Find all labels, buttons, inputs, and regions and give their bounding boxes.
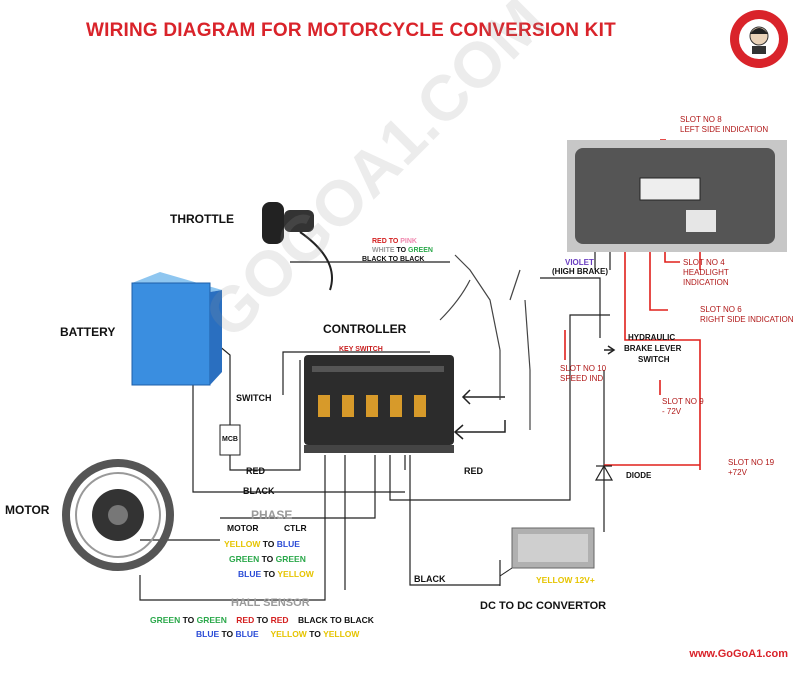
- high-brake-label: (HIGH BRAKE): [552, 267, 608, 276]
- red-wire-label-2: RED: [464, 466, 484, 476]
- phase-heading: PHASE: [251, 508, 293, 522]
- website-link[interactable]: www.GoGoA1.com: [689, 648, 788, 660]
- dashboard-display: [567, 140, 787, 252]
- brake-switch-label: SWITCH: [638, 355, 670, 364]
- hall-heading: HALL SENSOR: [231, 597, 310, 609]
- hall-row-2: BLUE TO BLUE YELLOW TO YELLOW: [196, 629, 360, 639]
- motor-wheel: [62, 459, 174, 571]
- phase-row-1: YELLOW TO BLUE: [224, 539, 300, 549]
- battery-pack: [131, 272, 222, 386]
- slot-9-label: SLOT NO 9- 72V: [662, 397, 704, 416]
- slot-19-label: SLOT NO 19+72V: [728, 458, 775, 477]
- brand-logo: [728, 8, 790, 70]
- black-wire-label-2: BLACK: [414, 574, 446, 584]
- phase-row-3: BLUE TO YELLOW: [238, 569, 314, 579]
- throttle-wire-1: RED TO PINK: [372, 238, 417, 245]
- hall-row-1: GREEN TO GREEN RED TO RED BLACK TO BLACK: [150, 615, 374, 625]
- key-switch-label: KEY SWITCH: [339, 346, 383, 353]
- controller-unit: [304, 355, 454, 453]
- mcb-label: MCB: [222, 436, 238, 443]
- hydraulic-label: HYDRAULIC: [628, 333, 676, 342]
- phase-motor-col: MOTOR: [227, 523, 259, 533]
- diode-label: DIODE: [626, 471, 652, 480]
- page-title: WIRING DIAGRAM FOR MOTORCYCLE CONVERSION…: [86, 20, 616, 41]
- phase-ctlr-col: CTLR: [284, 523, 307, 533]
- black-wire-label: BLACK: [243, 486, 275, 496]
- throttle-wire-2: WHITE TO GREEN: [372, 247, 433, 254]
- switch-label: SWITCH: [236, 393, 272, 403]
- violet-label: VIOLET: [565, 258, 594, 267]
- motor-label: MOTOR: [5, 503, 50, 517]
- phase-row-2: GREEN TO GREEN: [229, 554, 306, 564]
- controller-label: CONTROLLER: [323, 322, 407, 336]
- dcdc-label: DC TO DC CONVERTOR: [480, 600, 607, 612]
- dc-dc-converter: [499, 527, 595, 586]
- battery-label: BATTERY: [60, 325, 116, 339]
- brake-lever-label: BRAKE LEVER: [624, 344, 682, 353]
- yellow-12v-label: YELLOW 12V+: [536, 575, 595, 585]
- throttle-grip: [262, 202, 333, 291]
- throttle-wire-3: BLACK TO BLACK: [362, 256, 425, 263]
- throttle-label: THROTTLE: [170, 212, 234, 226]
- red-wire-label: RED: [246, 466, 266, 476]
